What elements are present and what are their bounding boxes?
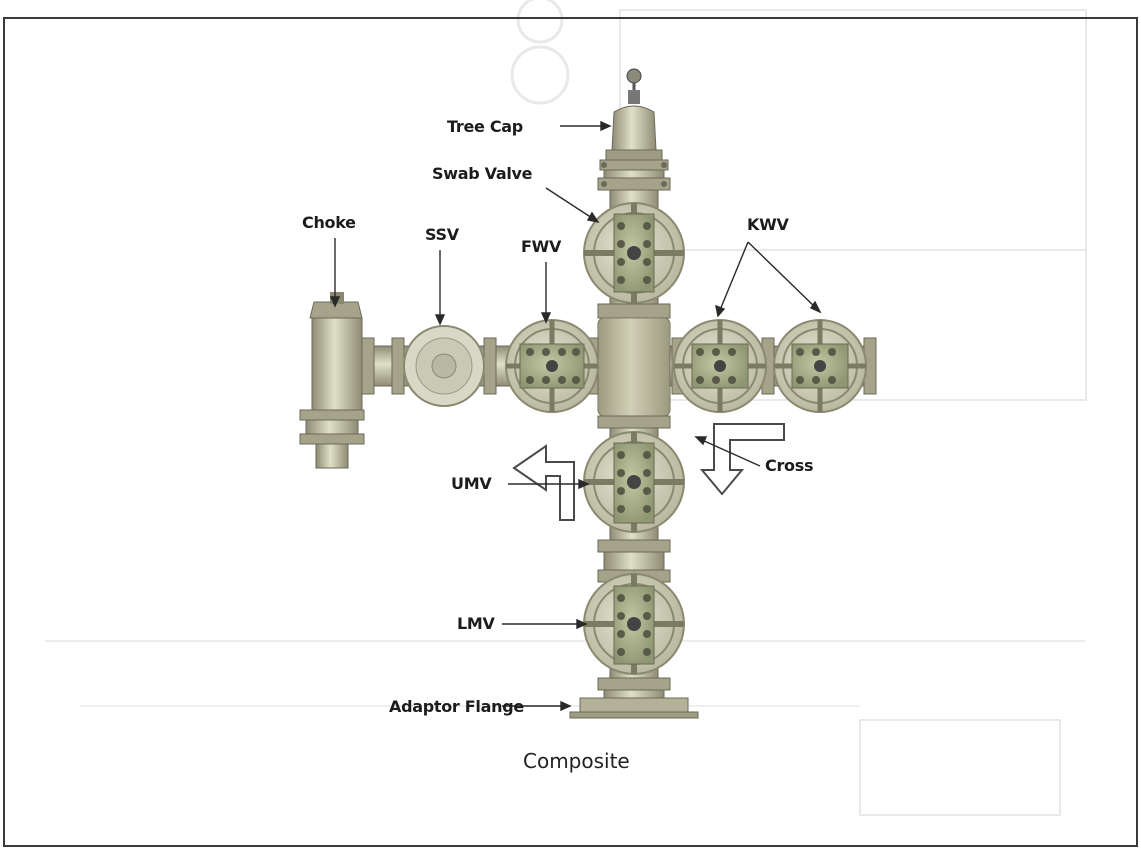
label-fwv: FWV xyxy=(521,237,562,256)
flow-arrow-left xyxy=(512,444,575,521)
label-adaptor-flange: Adaptor Flange xyxy=(389,697,524,716)
lmv-wheel xyxy=(583,573,685,675)
label-tree-cap: Tree Cap xyxy=(447,117,523,136)
fwv-wheel xyxy=(505,319,599,413)
tree-cap-component xyxy=(605,68,663,161)
bleed-through-background xyxy=(45,0,1087,816)
leader-arrows xyxy=(329,120,822,712)
adaptor-flange-component xyxy=(569,697,699,719)
label-choke: Choke xyxy=(302,213,356,232)
swab-valve-wheel xyxy=(583,202,685,304)
kwv-wheel-2 xyxy=(773,319,867,413)
umv-wheel xyxy=(583,431,685,533)
label-swab-valve: Swab Valve xyxy=(432,164,533,183)
label-umv: UMV xyxy=(451,474,492,493)
label-lmv: LMV xyxy=(457,614,495,633)
choke-component xyxy=(299,292,375,469)
flow-arrow-down xyxy=(699,423,785,496)
frame-border xyxy=(3,17,1138,847)
label-ssv: SSV xyxy=(425,225,459,244)
figure-caption: Composite xyxy=(523,749,630,773)
cross-block xyxy=(597,317,671,417)
ssv-actuator xyxy=(391,325,485,407)
label-kwv: KWV xyxy=(747,215,789,234)
kwv-wheel-1 xyxy=(673,319,767,413)
label-cross: Cross xyxy=(765,456,814,475)
